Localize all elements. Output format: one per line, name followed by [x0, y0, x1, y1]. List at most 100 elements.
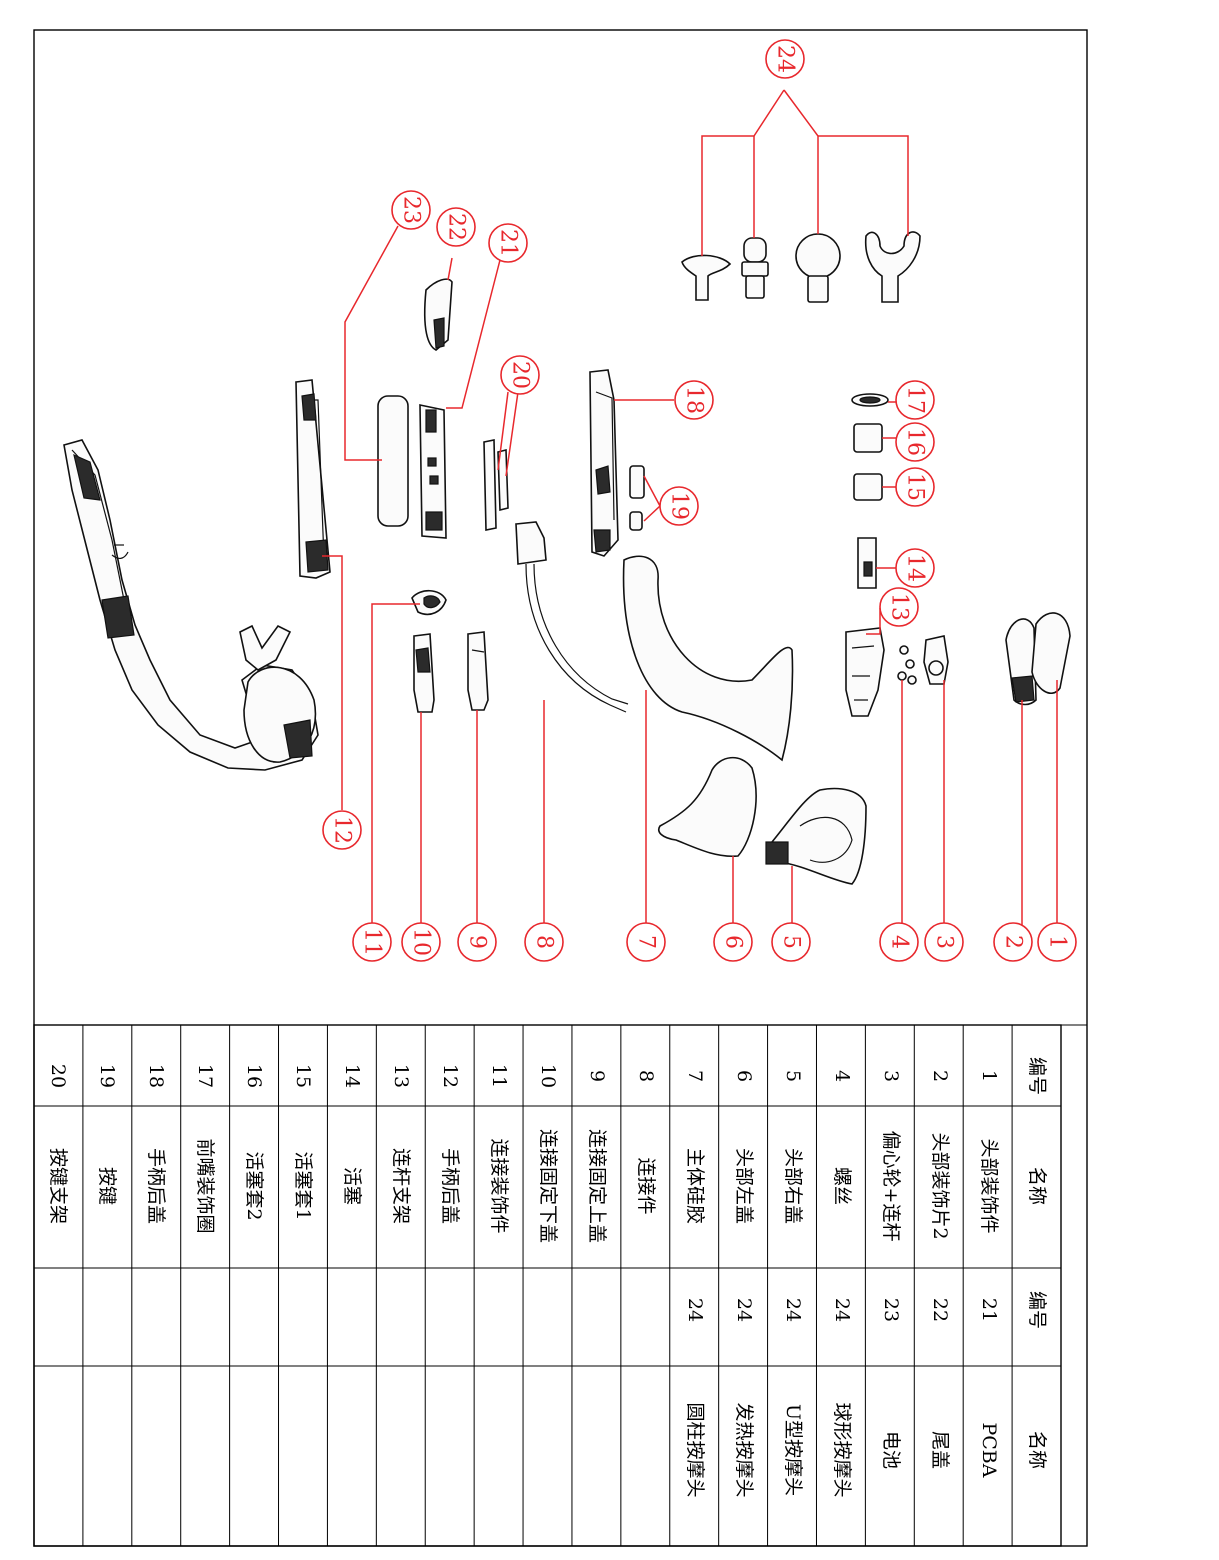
callout-14: 14: [895, 548, 935, 588]
svg-text:20: 20: [47, 1064, 69, 1088]
svg-text:圆柱按摩头: 圆柱按摩头: [684, 1402, 706, 1497]
part-button-b: [629, 511, 643, 531]
part-eccentric-wheel: [923, 635, 949, 685]
table-row-3: 3 偏心轮+连杆 23 电池: [880, 1070, 902, 1469]
part-handle-rear-cover: [295, 379, 331, 579]
svg-text:20: 20: [508, 361, 533, 389]
svg-text:手柄后盖: 手柄后盖: [439, 1148, 461, 1224]
svg-text:偏心轮+连杆: 偏心轮+连杆: [880, 1131, 902, 1242]
callout-11: 11: [352, 922, 392, 962]
svg-text:6: 6: [733, 1070, 755, 1082]
parts-table: 编号 名称 编号 名称 1 头部装饰件 21 PCBA 2 头部装饰片2 22 …: [33, 1024, 1062, 1547]
assembled-massager: [63, 439, 319, 771]
svg-text:15: 15: [903, 473, 928, 501]
table-row-17: 17 前嘴装饰圈: [194, 1064, 216, 1234]
svg-text:16: 16: [243, 1064, 265, 1088]
svg-text:5: 5: [782, 1070, 804, 1082]
part-piston: [857, 537, 877, 589]
callout-16: 16: [895, 422, 935, 462]
svg-text:23: 23: [399, 196, 424, 224]
part-head-decor-piece-1: [1031, 612, 1071, 694]
svg-text:24: 24: [684, 1298, 706, 1322]
svg-text:PCBA: PCBA: [978, 1422, 1000, 1477]
callout-19: 19: [659, 486, 699, 526]
table-grid: [34, 1025, 1061, 1546]
table-row-5: 5 头部右盖 24 U型按摩头: [782, 1070, 804, 1496]
svg-text:8: 8: [532, 935, 557, 949]
svg-text:连接固定下盖: 连接固定下盖: [537, 1129, 559, 1243]
svg-text:18: 18: [682, 386, 707, 414]
svg-text:24: 24: [782, 1298, 804, 1322]
svg-text:5: 5: [779, 935, 804, 949]
svg-text:7: 7: [684, 1070, 706, 1082]
table-row-8: 8 连接件: [635, 1070, 657, 1215]
svg-text:23: 23: [880, 1298, 902, 1322]
svg-text:6: 6: [721, 935, 746, 949]
svg-text:发热按摩头: 发热按摩头: [733, 1402, 755, 1497]
callout-7: 7: [626, 922, 666, 962]
part-handle-cover: [589, 369, 619, 557]
callout-15: 15: [895, 467, 935, 507]
table-row-4: 4 螺丝 24 球形按摩头: [831, 1070, 853, 1498]
svg-text:2: 2: [929, 1070, 951, 1082]
svg-text:4: 4: [887, 935, 912, 949]
table-row-10: 10 连接固定下盖: [537, 1064, 559, 1243]
callout-17: 17: [895, 380, 935, 420]
svg-text:头部右盖: 头部右盖: [782, 1148, 804, 1224]
part-button-a: [629, 465, 645, 499]
callout-1: 1: [1037, 922, 1077, 962]
table-row-9: 9 连接固定上盖: [586, 1070, 608, 1243]
svg-text:14: 14: [341, 1064, 363, 1088]
table-row-14: 14 活塞: [341, 1064, 363, 1205]
svg-text:24: 24: [733, 1298, 755, 1322]
callout-3: 3: [924, 922, 964, 962]
part-pcba: [419, 404, 447, 539]
header-name-2: 名称: [1026, 1431, 1048, 1469]
svg-text:连接装饰件: 连接装饰件: [488, 1138, 510, 1233]
callout-12: 12: [322, 810, 362, 850]
svg-text:前嘴装饰圈: 前嘴装饰圈: [194, 1138, 216, 1233]
part-head-decor-piece-2: [1005, 618, 1037, 706]
callouts: 1 2 3 4 5 6 7 8 9 10 11 12 13 14 15 16 1…: [322, 39, 1077, 962]
svg-text:16: 16: [903, 428, 928, 456]
svg-text:U型按摩头: U型按摩头: [782, 1404, 804, 1496]
table-row-13: 13 连杆支架: [390, 1064, 412, 1224]
table-row-18: 18 手柄后盖: [145, 1064, 167, 1224]
part-piston-sleeve-1: [853, 473, 883, 501]
svg-text:连接固定上盖: 连接固定上盖: [586, 1129, 608, 1243]
svg-text:1: 1: [978, 1070, 1000, 1082]
part-head-right-cover: [765, 787, 867, 885]
svg-text:活塞套1: 活塞套1: [292, 1151, 314, 1220]
svg-text:1: 1: [1045, 935, 1070, 949]
svg-text:头部装饰片2: 头部装饰片2: [929, 1132, 951, 1239]
part-connector: [515, 521, 629, 713]
callout-18: 18: [674, 380, 714, 420]
callout-5: 5: [771, 922, 811, 962]
svg-text:15: 15: [292, 1064, 314, 1088]
svg-text:24: 24: [773, 45, 798, 73]
svg-text:17: 17: [903, 386, 928, 414]
svg-text:球形按摩头: 球形按摩头: [831, 1402, 853, 1497]
svg-text:8: 8: [635, 1070, 657, 1082]
svg-text:9: 9: [465, 935, 490, 949]
table-row-19: 19 按键: [96, 1064, 118, 1205]
svg-text:手柄后盖: 手柄后盖: [145, 1148, 167, 1224]
part-head-left-cover: [658, 756, 757, 858]
part-massage-heads: [681, 231, 921, 303]
table-row-15: 15 活塞套1: [292, 1064, 314, 1221]
svg-text:头部左盖: 头部左盖: [733, 1148, 755, 1224]
svg-text:22: 22: [444, 213, 469, 241]
part-connecting-rod-bracket: [845, 627, 885, 717]
svg-text:螺丝: 螺丝: [831, 1167, 853, 1205]
svg-text:11: 11: [488, 1064, 510, 1088]
svg-text:13: 13: [887, 593, 912, 621]
svg-text:4: 4: [831, 1070, 853, 1082]
table-row-11: 11 连接装饰件: [488, 1064, 510, 1234]
callout-23: 23: [391, 190, 431, 230]
header-no-2: 编号: [1026, 1291, 1048, 1329]
header-name: 名称: [1026, 1167, 1048, 1205]
svg-text:12: 12: [439, 1064, 461, 1088]
part-button-bracket: [483, 439, 509, 531]
table-row-1: 1 头部装饰件 21 PCBA: [978, 1070, 1000, 1478]
